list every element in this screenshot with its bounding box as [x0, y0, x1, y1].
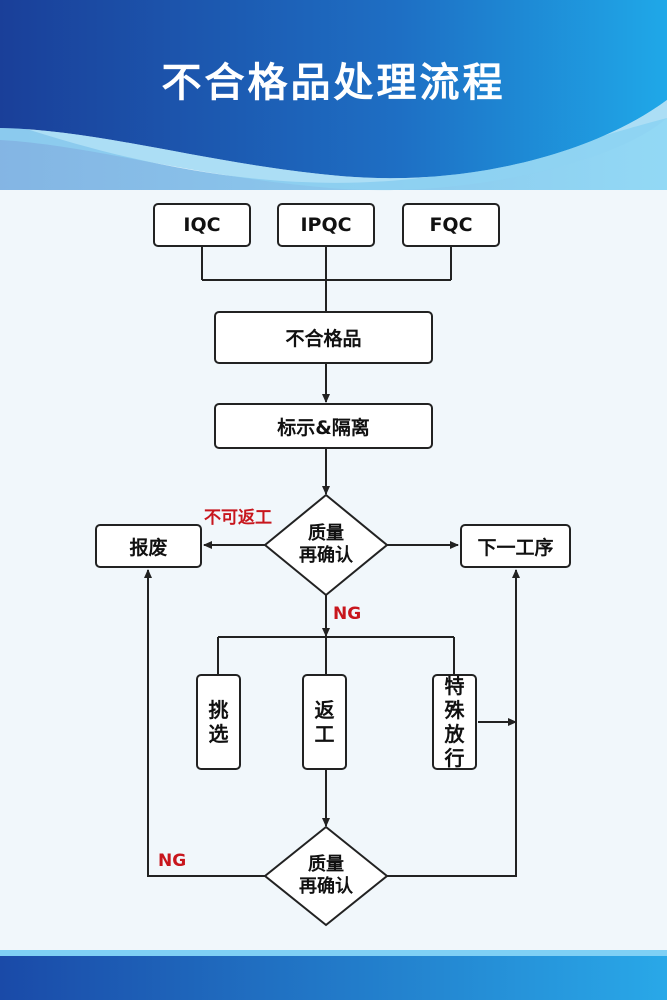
header-wave-edge	[0, 100, 667, 191]
decision1-diamond	[263, 493, 389, 597]
scrap-box: 报废	[95, 524, 202, 568]
no-rework-label: 不可返工	[204, 508, 272, 528]
arrow-decision2-to-next	[387, 569, 520, 877]
decision1-line2: 再确认	[299, 545, 353, 566]
concession-char-2: 殊	[444, 698, 465, 722]
concession-box: 特 殊 放 行	[432, 674, 477, 770]
rework-char-2: 工	[314, 722, 335, 746]
ng-label-2: NG	[158, 851, 187, 871]
page-title: 不合格品处理流程	[161, 60, 506, 106]
header-band	[0, 0, 667, 179]
nonconforming-box: 不合格品	[214, 311, 433, 364]
decision1-line1: 质量	[308, 523, 344, 544]
source-fqc-box: FQC	[402, 203, 500, 247]
next-process-box: 下一工序	[460, 524, 571, 568]
sort-char-2: 选	[208, 722, 229, 746]
mark-isolate-box: 标示&隔离	[214, 403, 433, 449]
source-iqc-box: IQC	[153, 203, 251, 247]
rework-char-1: 返	[314, 698, 335, 722]
concession-char-4: 行	[444, 746, 465, 770]
decision2-label: 质量 再确认	[281, 854, 371, 898]
ng-label-1: NG	[333, 604, 362, 624]
footer-band	[0, 950, 667, 1000]
decision2-line2: 再确认	[299, 876, 353, 897]
rework-box: 返 工	[302, 674, 347, 770]
decision2-diamond	[263, 825, 389, 927]
footer-stripe	[0, 950, 667, 956]
decision1-label: 质量 再确认	[281, 523, 371, 567]
arrow-decision2-to-scrap	[144, 569, 265, 877]
concession-char-3: 放	[444, 722, 465, 746]
sort-box: 挑 选	[196, 674, 241, 770]
decision2-line1: 质量	[308, 854, 344, 875]
concession-char-1: 特	[444, 674, 465, 698]
source-ipqc-box: IPQC	[277, 203, 375, 247]
sort-char-1: 挑	[208, 698, 229, 722]
